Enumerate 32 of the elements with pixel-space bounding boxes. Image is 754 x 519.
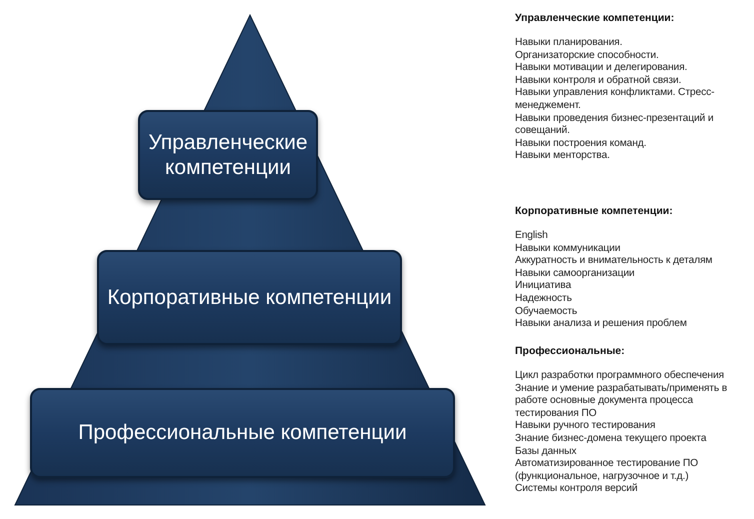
- list-item: Навыки самоорганизации: [515, 268, 636, 280]
- list-item: Инициатива: [515, 280, 572, 293]
- list-item: Цикл разработки программного обеспечения: [515, 370, 725, 383]
- list-item: Навыки анализа и решения проблем: [515, 318, 688, 331]
- list-item: Системы контроля версий: [515, 483, 638, 496]
- list-item: Знание и умение разрабатывать/применять в работе основные документа процесса тестирования ПО: [515, 382, 728, 420]
- tier-label: Корпоративные компетенции: [107, 284, 392, 310]
- tier-label: Управленческие компетенции: [147, 130, 309, 180]
- list-item: Базы данных: [515, 446, 578, 458]
- list-item: Навыки менторства.: [515, 150, 611, 163]
- list-item: Навыки построения команд.: [515, 138, 648, 150]
- list-item: English: [515, 230, 549, 243]
- tier-box: [97, 250, 402, 345]
- list-item: Навыки мотивации и делегирования.: [515, 62, 688, 75]
- list-item: Автоматизированное тестирование ПО (функциональное, нагрузочное и т.д.): [515, 458, 699, 483]
- tier-box: [138, 110, 318, 200]
- list-item: Навыки проведения бизнес-презентаций и совещаний.: [515, 112, 714, 138]
- tier-box: [30, 388, 455, 478]
- list-item: Аккуратность и внимательность к деталям: [515, 255, 714, 268]
- list-item: Знание бизнес-домена текущего проекта: [515, 432, 708, 446]
- list-item: Навыки планирования.: [515, 37, 624, 50]
- tier-label: Профессиональные компетенции: [78, 420, 407, 446]
- section-heading: Профессиональные:: [515, 345, 626, 358]
- list-item: Навыки коммуникации: [515, 242, 622, 256]
- list-item: Организаторские способности.: [515, 50, 660, 62]
- list-item: Навыки управления конфликтами. Стресс-менеджемент.: [515, 87, 716, 113]
- section-heading: Корпоративные компетенции:: [515, 205, 674, 218]
- list-item: Надежность: [515, 292, 573, 306]
- list-item: Навыки ручного тестирования: [515, 420, 656, 433]
- list-item: Обучаемость: [515, 306, 578, 318]
- section-heading: Управленческие компетенции:: [515, 12, 676, 25]
- list-item: Навыки контроля и обратной связи.: [515, 74, 682, 88]
